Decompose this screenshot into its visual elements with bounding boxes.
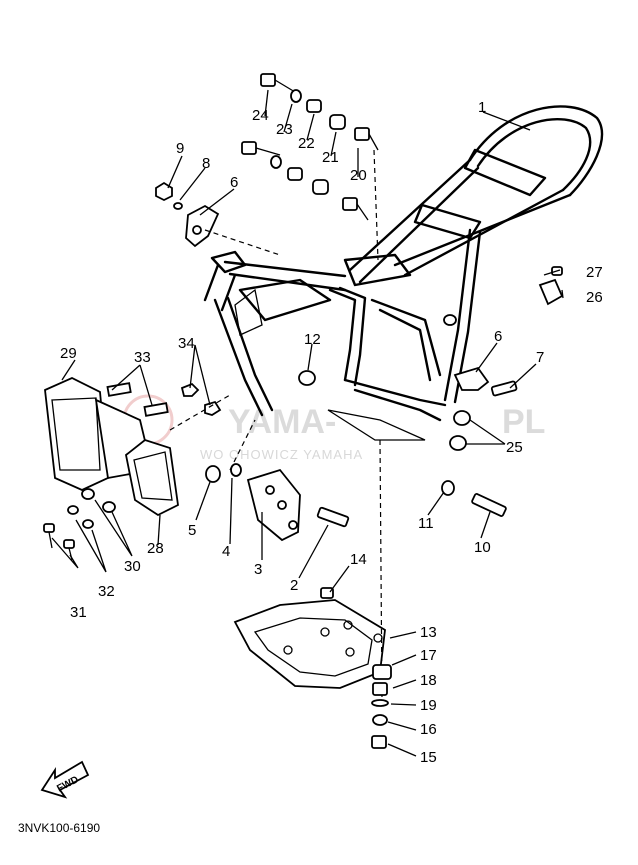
part-label-6-top: 6 bbox=[230, 174, 238, 191]
top-fasteners bbox=[241, 73, 379, 261]
watermark-sub: WO OHOWICZ YAMAHA bbox=[200, 447, 363, 462]
part-label-19: 19 bbox=[420, 697, 437, 714]
part-label-29: 29 bbox=[60, 345, 77, 362]
part-label-11: 11 bbox=[418, 515, 434, 532]
part-label-12: 12 bbox=[304, 331, 321, 348]
part-label-16: 16 bbox=[420, 721, 437, 738]
part-label-10: 10 bbox=[474, 539, 491, 556]
part-label-17: 17 bbox=[420, 647, 437, 664]
part-label-2: 2 bbox=[290, 577, 298, 594]
skid-plate-fasteners bbox=[371, 664, 392, 749]
part-label-14: 14 bbox=[350, 551, 367, 568]
part-label-24: 24 bbox=[252, 107, 269, 124]
part-label-5: 5 bbox=[188, 522, 196, 539]
part-label-28: 28 bbox=[147, 540, 164, 557]
part-label-8: 8 bbox=[202, 155, 210, 172]
part-labels: 1 2 3 4 5 6 6 7 8 9 10 11 12 13 14 15 16… bbox=[60, 99, 603, 766]
engine-bracket bbox=[205, 419, 350, 542]
right-side-parts bbox=[298, 266, 564, 517]
watermark-domain: PL bbox=[502, 403, 545, 441]
watermark-main: YAMA- bbox=[228, 403, 336, 441]
part-label-18: 18 bbox=[420, 672, 437, 689]
part-label-34: 34 bbox=[178, 335, 195, 352]
main-frame bbox=[203, 105, 604, 441]
front-mount-parts bbox=[155, 181, 281, 256]
part-label-23: 23 bbox=[276, 121, 293, 138]
part-label-9: 9 bbox=[176, 140, 184, 157]
part-label-4: 4 bbox=[222, 543, 230, 560]
leader-lines bbox=[61, 89, 564, 757]
watermark: YAMA- PL WO OHOWICZ YAMAHA bbox=[122, 394, 545, 462]
number-plate-assembly bbox=[44, 377, 231, 517]
part-label-20: 20 bbox=[350, 167, 367, 184]
part-label-26: 26 bbox=[586, 289, 603, 306]
part-label-22: 22 bbox=[298, 135, 315, 152]
part-label-3: 3 bbox=[254, 561, 262, 578]
diagram-code: 3NVK100-6190 bbox=[18, 821, 100, 835]
part-label-30: 30 bbox=[124, 558, 141, 575]
part-label-32: 32 bbox=[98, 583, 115, 600]
part-label-7: 7 bbox=[536, 349, 544, 366]
part-label-15: 15 bbox=[420, 749, 437, 766]
part-label-13: 13 bbox=[420, 624, 437, 641]
part-label-31: 31 bbox=[70, 604, 87, 621]
part-label-33: 33 bbox=[134, 349, 151, 366]
part-label-6-right: 6 bbox=[494, 328, 502, 345]
part-label-21: 21 bbox=[322, 149, 339, 166]
part-label-25: 25 bbox=[506, 439, 523, 456]
part-label-1: 1 bbox=[478, 99, 486, 116]
fwd-arrow: FWD bbox=[40, 760, 90, 799]
plate-fasteners bbox=[43, 488, 133, 573]
part-label-27: 27 bbox=[586, 264, 603, 281]
